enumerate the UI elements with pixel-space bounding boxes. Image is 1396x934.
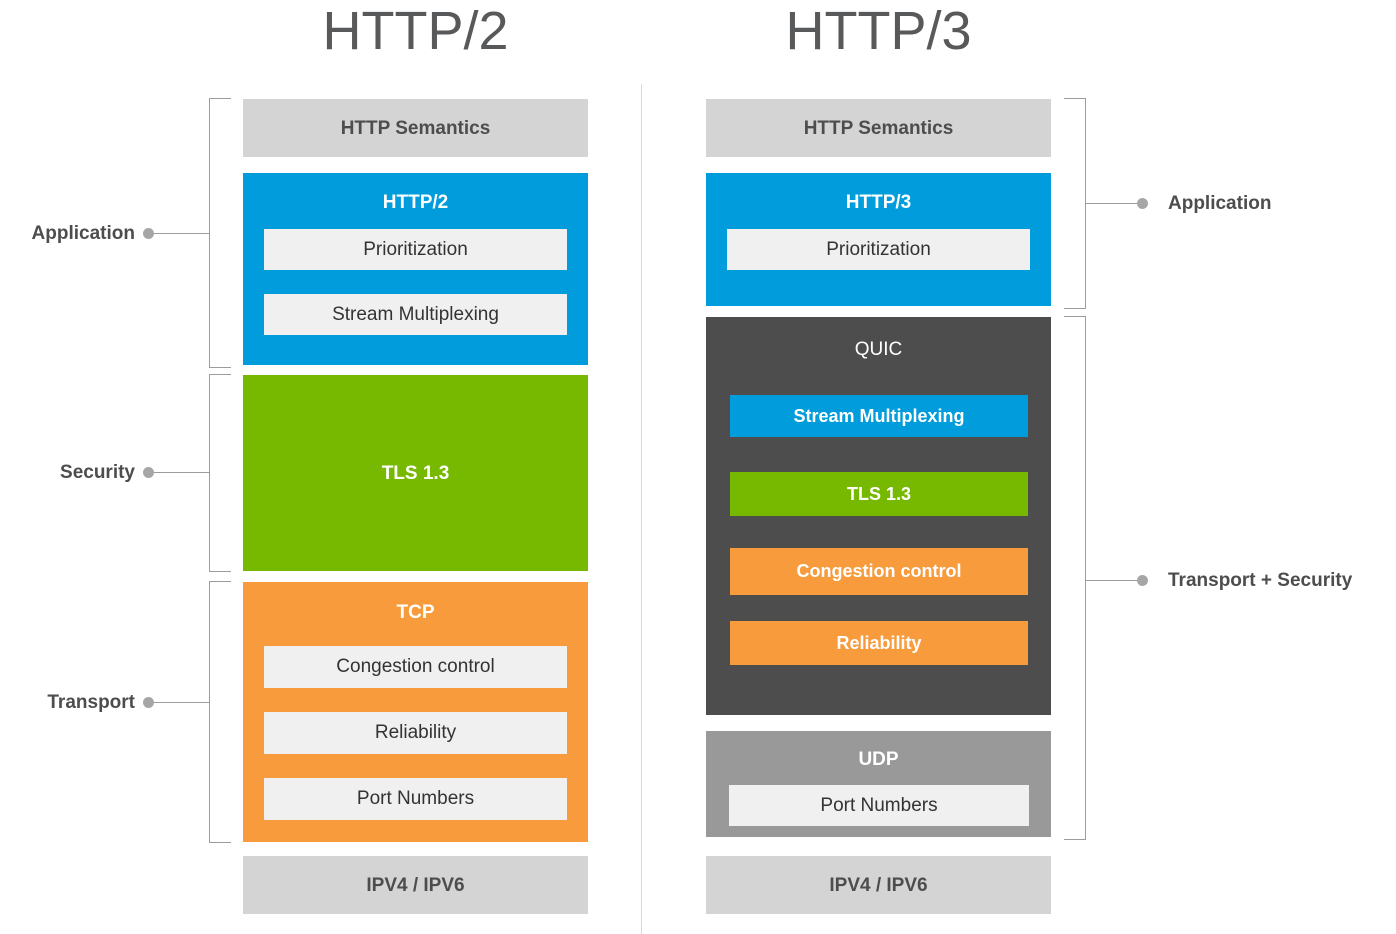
left-feature-congestion-control: Congestion control bbox=[264, 646, 567, 688]
left-annotation-application: Application bbox=[31, 223, 135, 244]
right-layer-udp: UDP Port Numbers bbox=[706, 731, 1051, 837]
left-bracket-security bbox=[209, 374, 231, 572]
left-layer-http-semantics: HTTP Semantics bbox=[243, 99, 588, 157]
right-layer-http-semantics-label: HTTP Semantics bbox=[803, 118, 954, 139]
left-layer-tls13: TLS 1.3 bbox=[243, 375, 588, 571]
right-bracket-application bbox=[1064, 98, 1086, 309]
right-annotation-application: Application bbox=[1168, 193, 1272, 214]
quic-feature-tls13: TLS 1.3 bbox=[730, 472, 1028, 516]
right-layer-http3: HTTP/3 Prioritization bbox=[706, 173, 1051, 306]
left-dot-transport bbox=[143, 697, 154, 708]
right-connector-transport-security bbox=[1086, 580, 1142, 581]
right-bracket-transport-security bbox=[1064, 316, 1086, 840]
quic-feature-reliability: Reliability bbox=[730, 621, 1028, 665]
quic-feature-stream-multiplexing: Stream Multiplexing bbox=[730, 395, 1028, 437]
left-layer-tcp-label: TCP bbox=[396, 602, 435, 623]
right-layer-udp-label: UDP bbox=[858, 749, 899, 770]
left-feature-prioritization: Prioritization bbox=[264, 229, 567, 270]
left-layer-ip: IPV4 / IPV6 bbox=[243, 856, 588, 914]
page-title-http2: HTTP/2 bbox=[322, 1, 509, 61]
left-feature-reliability: Reliability bbox=[264, 712, 567, 754]
quic-feature-congestion-control: Congestion control bbox=[730, 548, 1028, 595]
right-dot-application bbox=[1137, 198, 1148, 209]
right-layer-quic-label: QUIC bbox=[854, 339, 903, 360]
left-connector-transport bbox=[154, 702, 210, 703]
left-dot-security bbox=[143, 467, 154, 478]
left-connector-application bbox=[154, 233, 210, 234]
left-connector-security bbox=[154, 472, 210, 473]
right-feature-prioritization: Prioritization bbox=[727, 229, 1030, 270]
left-bracket-application bbox=[209, 98, 231, 368]
right-layer-quic: QUIC Stream Multiplexing TLS 1.3 Congest… bbox=[706, 317, 1051, 715]
left-layer-tls13-label: TLS 1.3 bbox=[381, 463, 450, 484]
right-dot-transport-security bbox=[1137, 575, 1148, 586]
udp-feature-port-numbers: Port Numbers bbox=[729, 785, 1029, 826]
right-layer-ip: IPV4 / IPV6 bbox=[706, 856, 1051, 914]
left-layer-http2: HTTP/2 Prioritization Stream Multiplexin… bbox=[243, 173, 588, 365]
left-layer-http2-label: HTTP/2 bbox=[382, 192, 449, 213]
right-layer-http-semantics: HTTP Semantics bbox=[706, 99, 1051, 157]
page-title-http3: HTTP/3 bbox=[785, 1, 972, 61]
right-annotation-transport-security: Transport + Security bbox=[1168, 570, 1353, 591]
right-layer-ip-label: IPV4 / IPV6 bbox=[829, 875, 928, 896]
left-annotation-security: Security bbox=[60, 462, 135, 483]
right-connector-application bbox=[1086, 203, 1142, 204]
column-divider bbox=[641, 84, 642, 934]
left-feature-stream-multiplexing: Stream Multiplexing bbox=[264, 294, 567, 335]
left-feature-port-numbers: Port Numbers bbox=[264, 778, 567, 820]
left-bracket-transport bbox=[209, 581, 231, 843]
left-layer-ip-label: IPV4 / IPV6 bbox=[366, 875, 465, 896]
left-layer-tcp: TCP Congestion control Reliability Port … bbox=[243, 582, 588, 842]
left-annotation-transport: Transport bbox=[47, 692, 135, 713]
right-layer-http3-label: HTTP/3 bbox=[845, 192, 912, 213]
left-dot-application bbox=[143, 228, 154, 239]
left-layer-http-semantics-label: HTTP Semantics bbox=[340, 118, 491, 139]
